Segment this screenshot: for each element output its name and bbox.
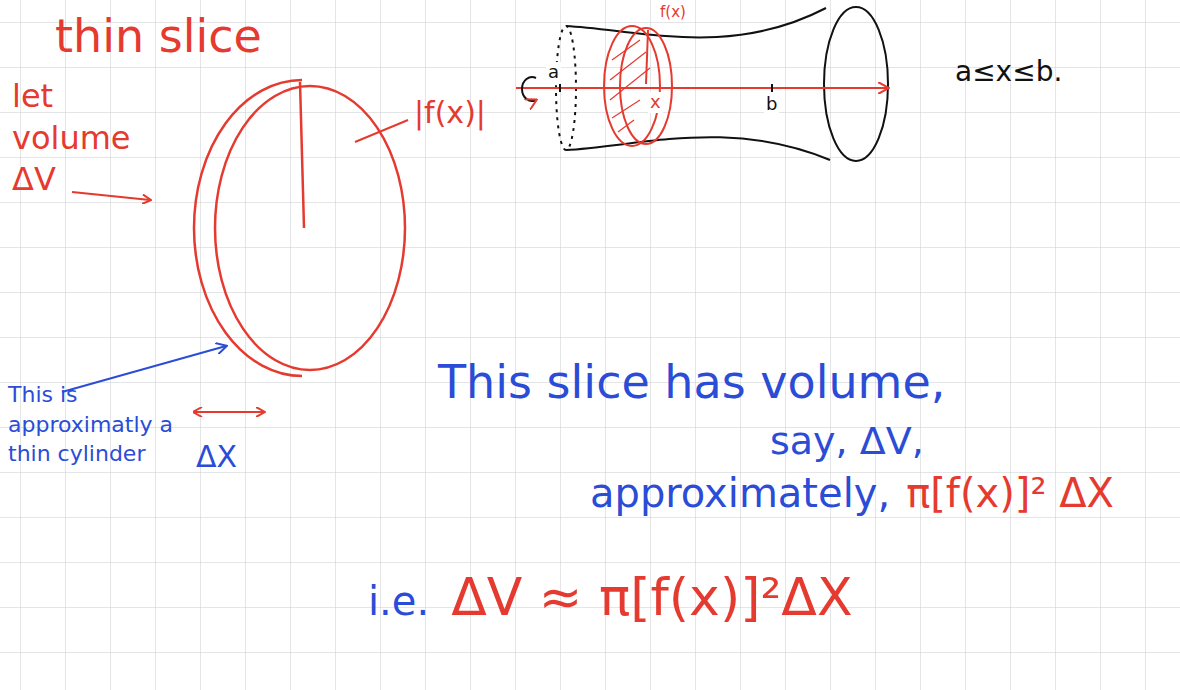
solid-of-revolution	[556, 7, 888, 161]
slice-face	[215, 86, 405, 370]
volume-formula: ΔV ≈ π[f(x)]²ΔX	[451, 568, 852, 628]
cylinder-note: This is approximatly a thin cylinder	[8, 380, 188, 469]
right-end-disc	[824, 7, 888, 161]
heading-note: thin slice	[55, 10, 262, 63]
volume-formula: π[f(x)]² ΔX	[906, 470, 1114, 516]
cylinder-pointer	[62, 346, 226, 392]
volume-note: let volume ΔV	[12, 76, 132, 201]
leader-line	[355, 120, 408, 142]
top-slice	[604, 26, 672, 146]
radius-label: f(x)	[658, 4, 688, 21]
explanation-text: say, ΔV,	[770, 420, 924, 464]
volume-arrow	[72, 192, 150, 200]
slice-face	[604, 26, 660, 146]
axis-ticks	[560, 84, 772, 92]
slice-radius	[646, 30, 648, 84]
upper-profile	[566, 8, 826, 37]
x-axis	[516, 87, 888, 89]
thickness-arrow	[194, 411, 264, 413]
explanation-text: This slice has volume,	[438, 356, 945, 409]
interval-note: a≤x≤b.	[955, 56, 1062, 88]
rotation-arrow	[522, 77, 536, 101]
thickness-label: ΔX	[196, 440, 237, 475]
explanation-text: approximately,	[590, 470, 890, 516]
text-row: i.e. ΔV ≈ π[f(x)]²ΔX	[368, 568, 853, 628]
slice-hatch	[610, 40, 650, 132]
radius-label: |f(x)|	[414, 96, 486, 131]
axis-label: x	[648, 92, 663, 113]
slice-outer-edge	[194, 80, 302, 376]
lower-profile	[566, 137, 830, 160]
text-row: approximately, π[f(x)]² ΔX	[590, 470, 1114, 516]
axis-label: b	[764, 94, 779, 115]
explanation-text: i.e.	[368, 578, 429, 624]
axis-label: a	[546, 62, 561, 83]
slice-radius	[300, 82, 304, 228]
